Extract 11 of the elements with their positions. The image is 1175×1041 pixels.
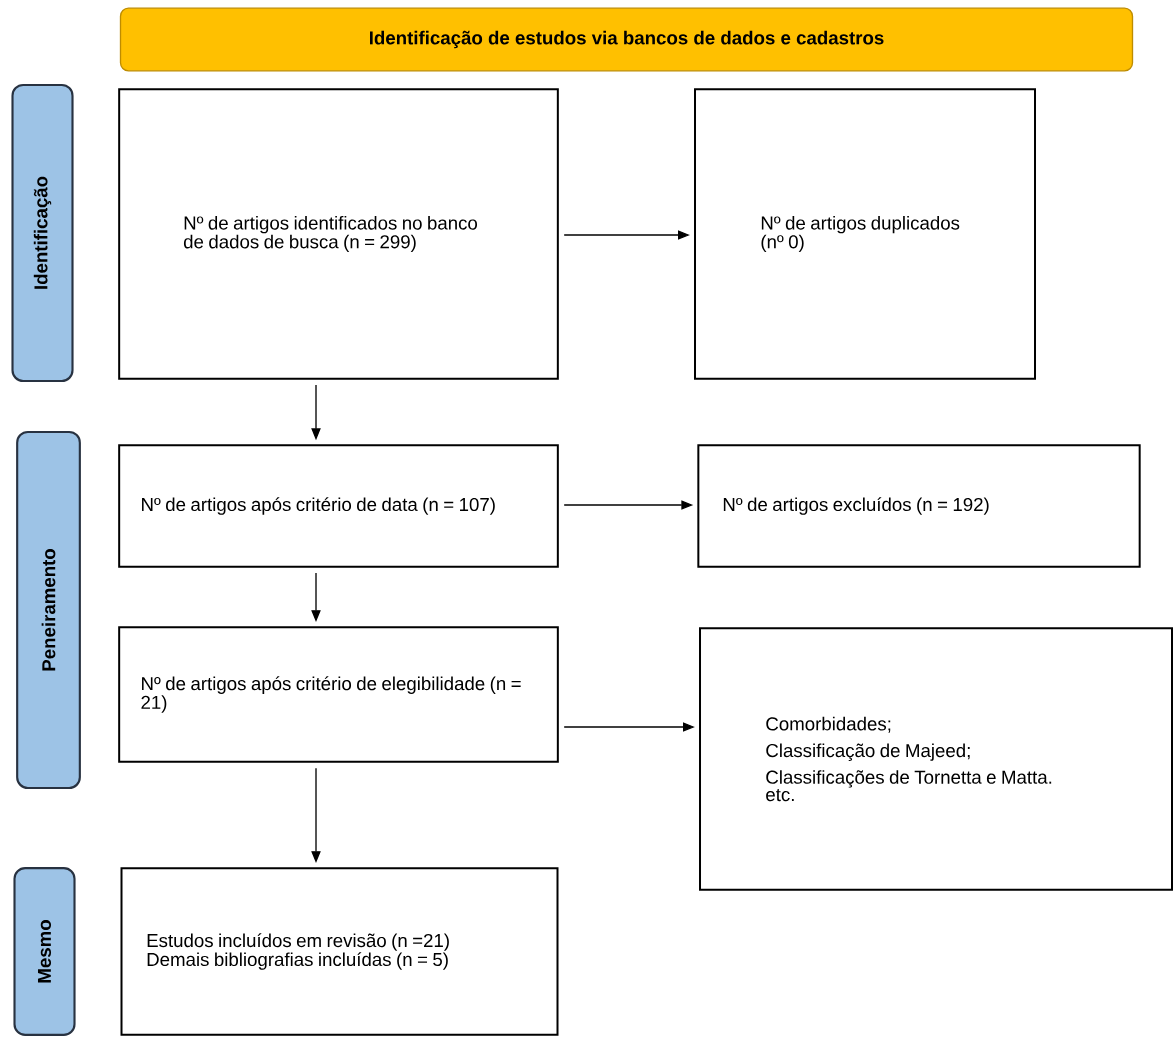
process-box: Nº de artigos após critério de data (n = 107)	[118, 444, 559, 568]
process-box: Nº de artigos identificados no banco de dados de busca (n = 299)	[118, 88, 559, 380]
process-box: Estudos incluídos em revisão (n =21) Demais bibliografias incluídas (n = 5)	[120, 867, 559, 1036]
stage-label: Mesmo	[13, 867, 76, 1036]
process-box: Nº de artigos excluídos (n = 192)	[697, 444, 1141, 568]
stage-label: Identificação	[11, 83, 74, 383]
title-banner: Identificação de estudos via bancos de dados e cadastros	[119, 7, 1134, 72]
stage-label: Peneiramento	[16, 430, 81, 790]
process-box: Comorbidades; Classificação de Majeed; Classificações de Tornetta e Matta. etc.	[699, 627, 1173, 891]
process-box: Nº de artigos duplicados (nº 0)	[694, 88, 1036, 380]
process-box: Nº de artigos após critério de elegibilidade (n = 21)	[118, 626, 559, 763]
